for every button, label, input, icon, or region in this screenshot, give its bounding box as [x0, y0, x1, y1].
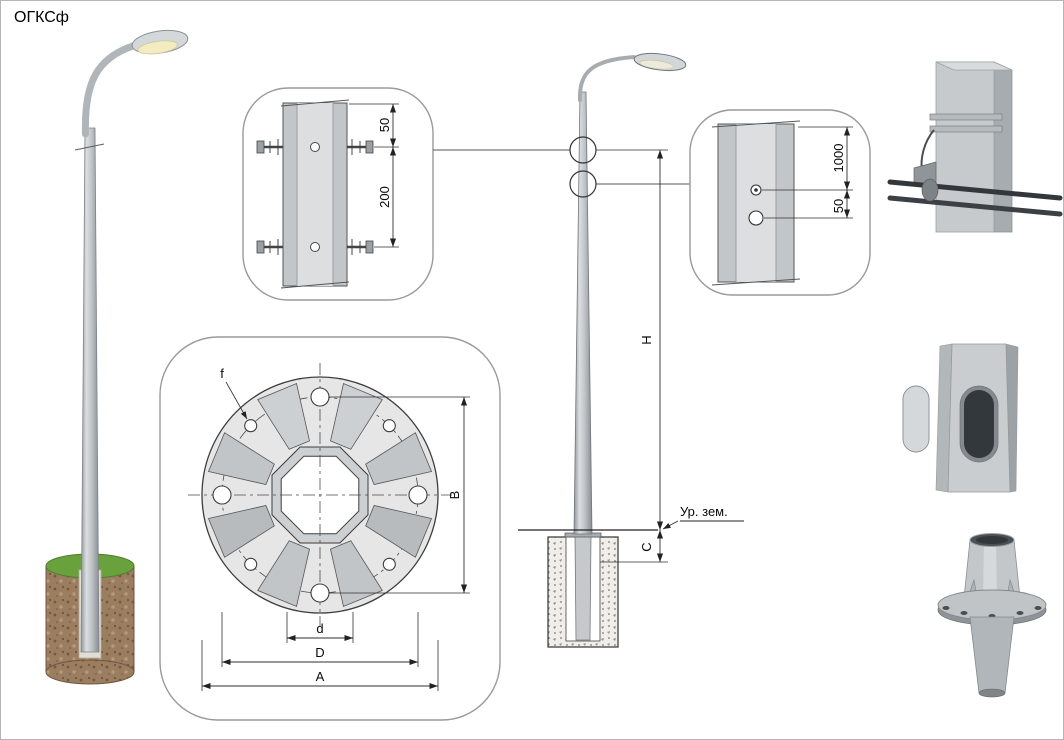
- earthing-rod-1: [887, 179, 1063, 201]
- rod-clamp: [921, 178, 939, 202]
- dim-label-f: f: [220, 366, 224, 381]
- break-mark: [74, 143, 105, 151]
- bolt-row-lower: [256, 239, 374, 255]
- hatch-cover-plate: [902, 385, 930, 453]
- lamp-head-3d: [131, 29, 189, 55]
- detail-joint-section: 50 200: [242, 87, 434, 301]
- dim-label-A: A: [316, 669, 325, 684]
- dim-label-H: H: [639, 335, 654, 344]
- pole-3d-render: [45, 29, 189, 685]
- detail-hole-section: 1000 50: [689, 109, 871, 296]
- dim-label-200: 200: [377, 186, 392, 208]
- dim-label-C: C: [639, 542, 654, 551]
- earthing-rod-2: [887, 195, 1063, 217]
- pole-shaft-3d: [80, 127, 100, 653]
- break-mark: [711, 120, 801, 128]
- bolt-holes: [212, 387, 428, 603]
- drain-hole: [748, 210, 764, 226]
- lamp-arm: [577, 55, 636, 102]
- clamp-band-lower: [929, 125, 1003, 133]
- dim-label-D: D: [315, 645, 324, 660]
- break-mark: [280, 99, 350, 107]
- break-mark: [280, 281, 350, 289]
- pole-elevation: Ур. зем. H C: [518, 52, 744, 648]
- dim-label-1000: 1000: [831, 144, 846, 173]
- lamp-head: [633, 52, 687, 72]
- dim-label-50-right: 50: [831, 199, 846, 213]
- dim-label-B: B: [447, 491, 462, 500]
- break-mark: [711, 278, 801, 286]
- hatch-cover-3d: [902, 343, 1019, 493]
- drawing-title: ОГКСф: [14, 9, 69, 26]
- ground-level-label: Ур. зем.: [680, 504, 728, 519]
- dim-label-50-top: 50: [377, 118, 392, 132]
- flange-base-3d: [937, 533, 1047, 698]
- clamp-band-upper: [929, 113, 1003, 121]
- pole-shaft: [573, 91, 593, 535]
- detail-flange-plan: f B d D A: [159, 336, 501, 721]
- gussets: [207, 382, 433, 608]
- detail-marker-lower: [569, 170, 597, 198]
- bolt-row-upper: [256, 139, 374, 155]
- lamp-arm-3d: [81, 41, 140, 138]
- dim-label-d: d: [316, 621, 323, 636]
- clamp-assembly-3d: [887, 61, 1063, 233]
- hatch-opening: [964, 390, 994, 458]
